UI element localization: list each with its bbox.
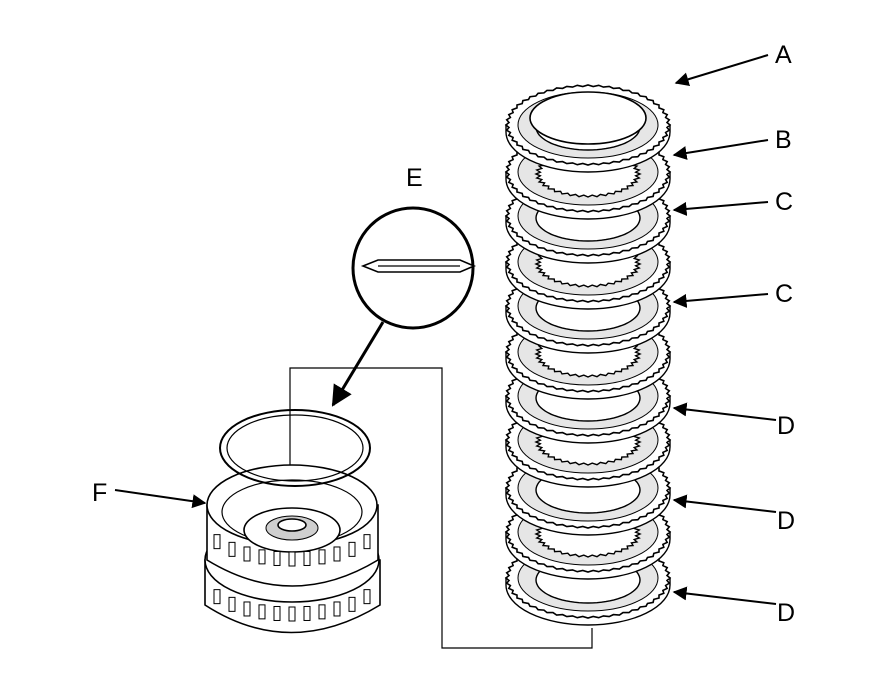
drum-slot [213, 534, 221, 550]
drum-slot [318, 604, 326, 620]
callout-arrow-d-lower [672, 586, 777, 605]
callout-arrow-b [672, 139, 769, 160]
drum-slot [258, 604, 266, 620]
callout-arrow-c-lower [672, 293, 769, 308]
callout-arrow-a [674, 54, 769, 87]
drum-slot [258, 549, 266, 565]
callout-label-a: A [775, 41, 792, 69]
drum-slot [318, 549, 326, 565]
callout-label-d-middle: D [777, 507, 795, 535]
callout-label-d-upper: D [777, 412, 795, 440]
callout-arrow-f [114, 489, 207, 509]
assembly-guide-line [289, 367, 593, 649]
drum-slot [228, 596, 236, 612]
drum-slot [273, 550, 281, 566]
callout-label-c-upper: C [775, 188, 793, 216]
drum-slot [303, 550, 311, 566]
snap-ring [219, 409, 371, 487]
clutch-disc-stack [504, 84, 672, 626]
callout-label-f: F [92, 479, 107, 507]
clutch-drum [204, 464, 381, 634]
callout-label-b: B [775, 126, 792, 154]
callout-arrow-d-middle [672, 494, 777, 513]
callout-arrow-d-upper [672, 402, 777, 421]
drum-slot [348, 596, 356, 612]
drum-slot [273, 605, 281, 621]
drum-slot [243, 601, 251, 617]
detail-pointer-arrow [331, 321, 385, 407]
callout-label-d-lower: D [777, 599, 795, 627]
drum-slot [333, 546, 341, 562]
drum-slot [348, 541, 356, 557]
drum-spline-slots [213, 534, 371, 622]
drum-slot [333, 601, 341, 617]
drum-slot [363, 534, 371, 550]
drum-slot [213, 589, 221, 605]
drum-slot [363, 589, 371, 605]
drum-slot [228, 541, 236, 557]
pressure-plate-inner-ring [529, 91, 647, 145]
callout-label-c-lower: C [775, 280, 793, 308]
drum-slot [288, 551, 296, 567]
callout-label-e: E [406, 164, 423, 192]
drum-slot [303, 605, 311, 621]
drum-slot [288, 606, 296, 622]
detail-circle [351, 206, 477, 330]
callout-arrow-c-upper [672, 201, 769, 216]
drum-slot [243, 546, 251, 562]
